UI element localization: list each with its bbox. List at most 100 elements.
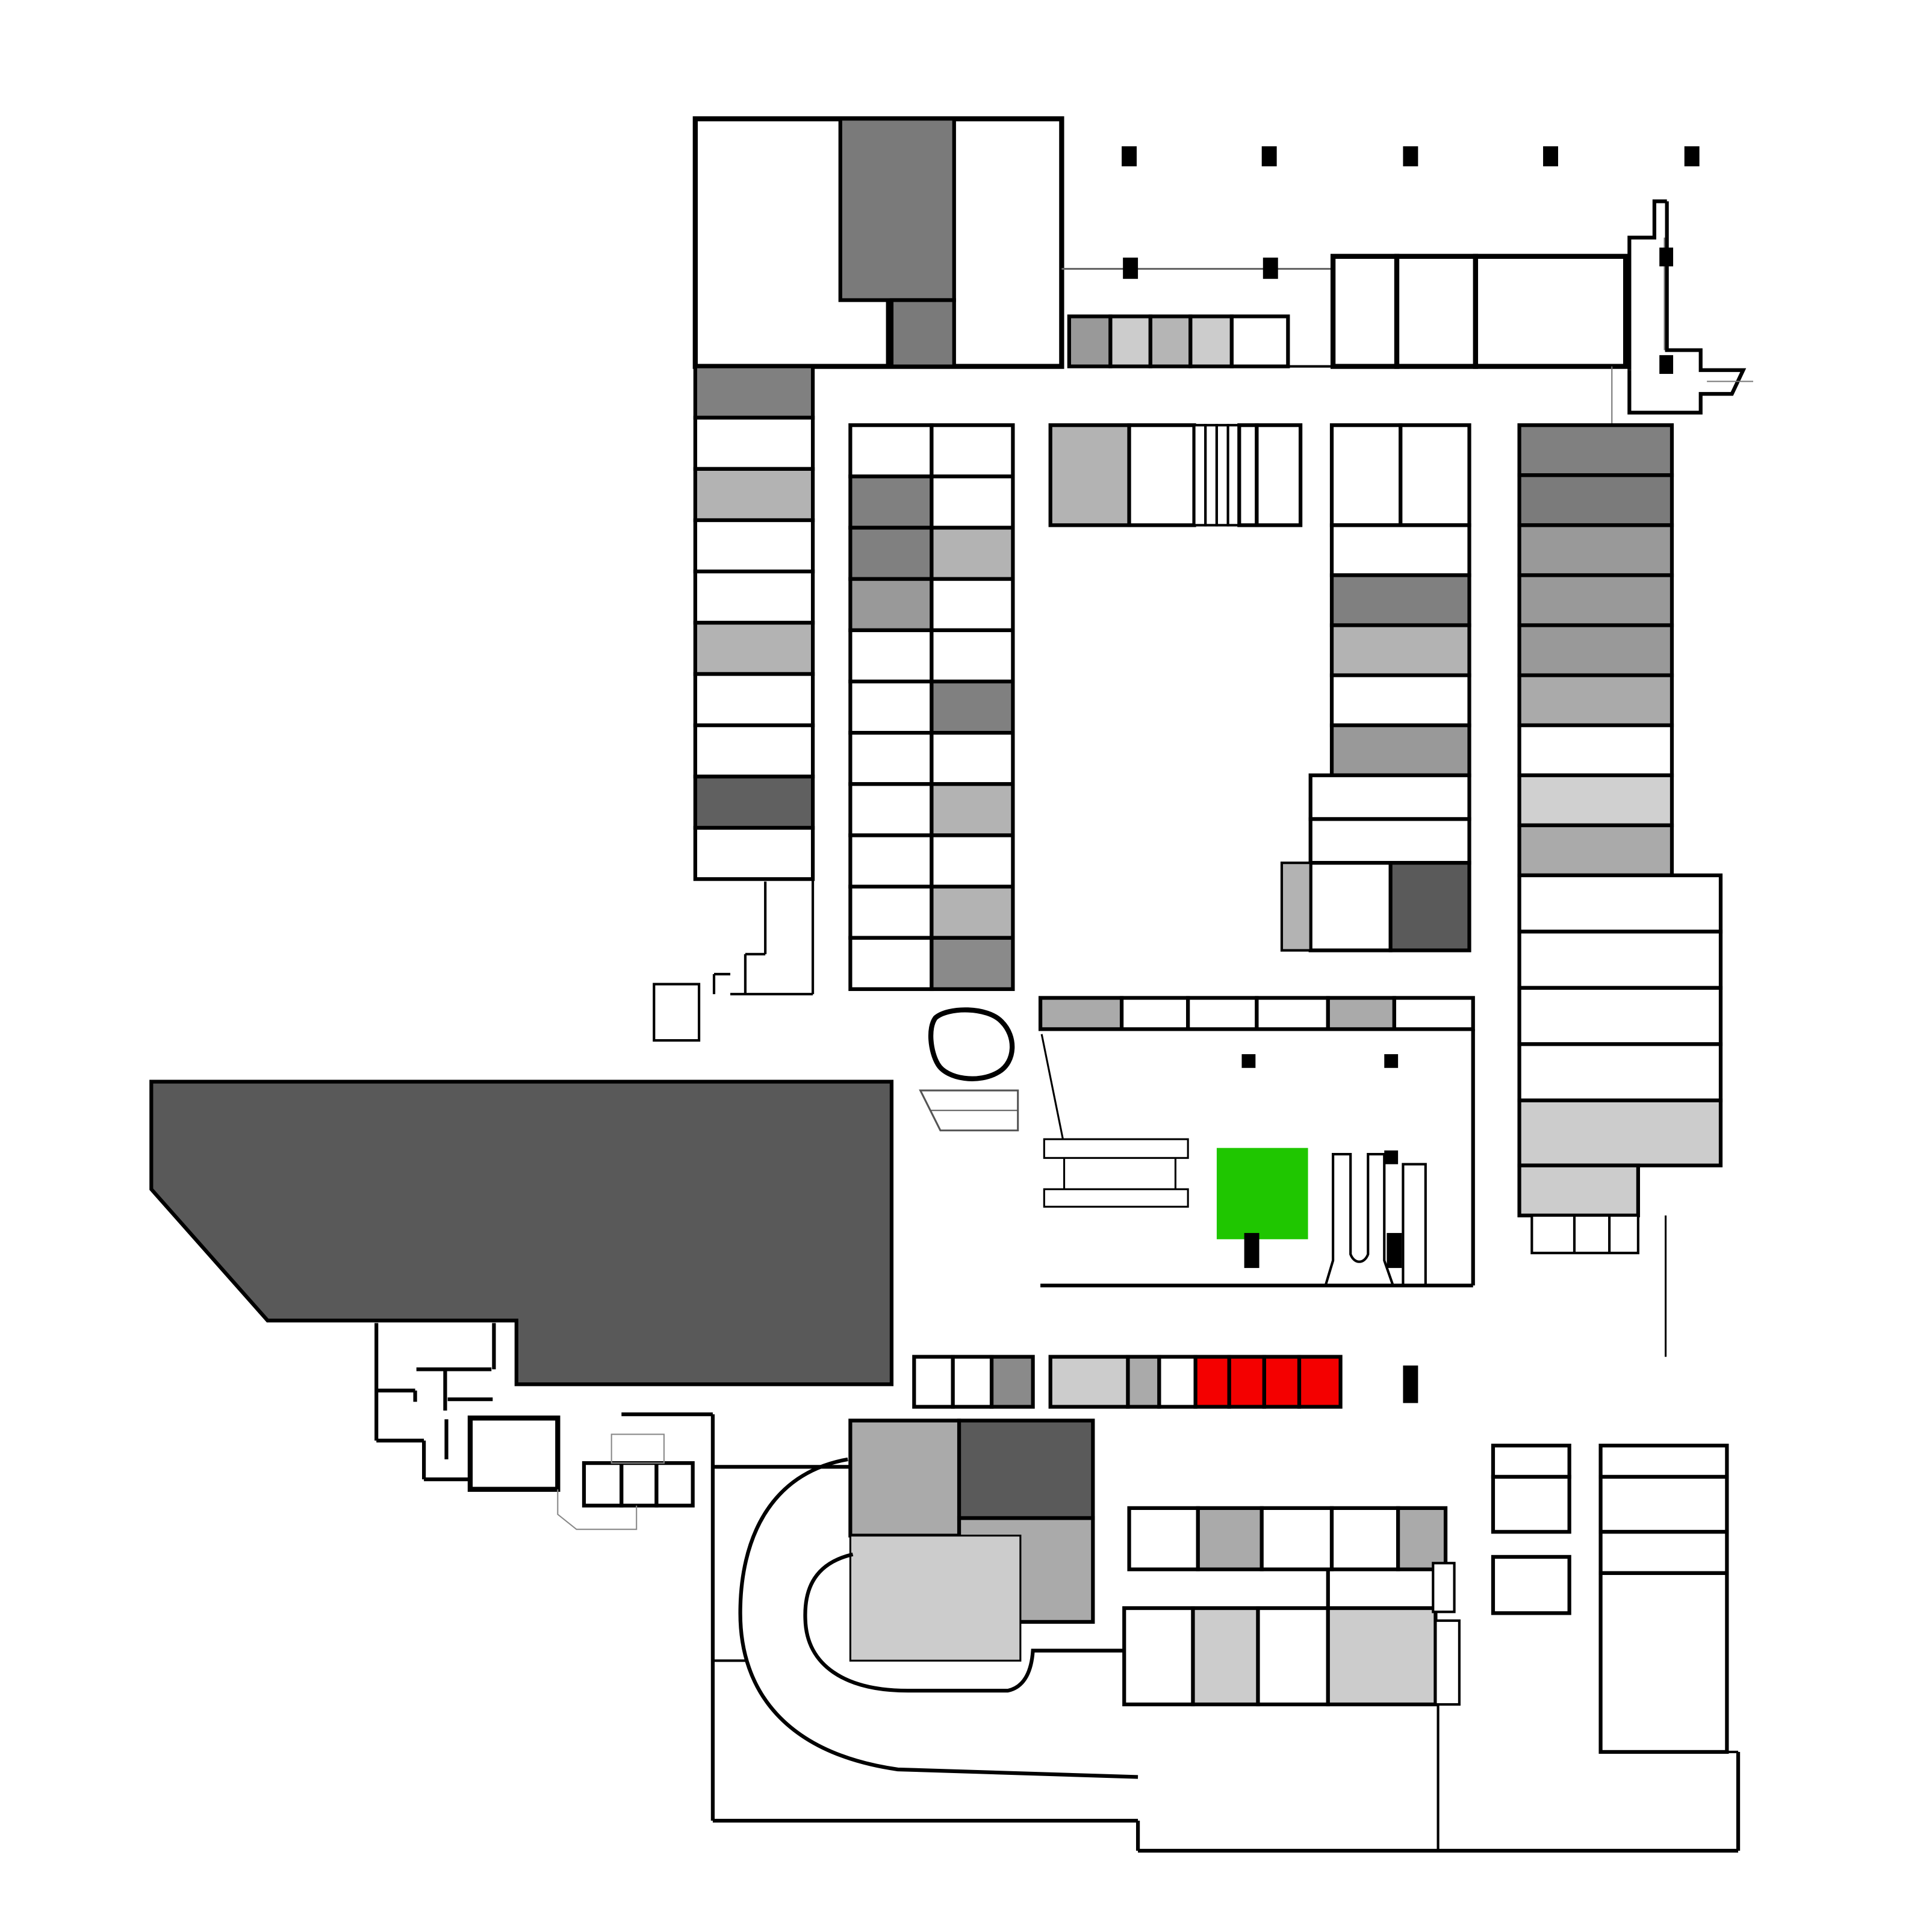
left-column-unit[interactable] [693,364,815,420]
right-column-wide-unit[interactable] [1517,986,1723,1046]
bottomright-unit[interactable] [1598,1443,1729,1479]
bottom-row-unit[interactable] [1256,1606,1330,1707]
mid-column-unit[interactable] [848,679,934,735]
center-right-unit[interactable] [1308,861,1393,952]
mid-column-unit[interactable] [848,628,934,684]
center-right-unit[interactable] [1329,673,1471,727]
service-unit[interactable] [654,1461,695,1508]
right-column-unit[interactable] [1517,623,1674,677]
center-right-unit[interactable] [1329,723,1471,777]
left-column-unit[interactable] [693,415,815,471]
highlighted-red-unit[interactable] [1297,1355,1343,1409]
mid-cluster-unit[interactable] [1491,1474,1571,1534]
court-strip-unit[interactable] [1119,996,1190,1031]
bottom-dark-unit[interactable] [957,1418,1095,1520]
center-top-unit[interactable] [1237,423,1259,527]
bottom-row-unit[interactable] [1127,1506,1200,1571]
right-column-unit[interactable] [1517,423,1674,477]
right-column-unit[interactable] [1517,523,1674,577]
left-column-unit[interactable] [693,518,815,574]
mid-cluster-unit[interactable] [1432,1562,1456,1614]
bottom-row-unit[interactable] [1396,1506,1448,1571]
left-column-unit[interactable] [693,774,815,830]
bottomright-unit[interactable] [1598,1530,1729,1576]
mid-column-unit[interactable] [930,577,1015,632]
topright-building-unit[interactable] [1330,253,1400,369]
right-column-unit[interactable] [1517,473,1674,527]
strip-row-unit[interactable] [951,1355,994,1409]
highlighted-red-unit[interactable] [1227,1355,1266,1409]
topright-building-unit[interactable] [1394,253,1479,369]
court-strip-unit[interactable] [1038,996,1124,1031]
topright-building-unit[interactable] [1473,253,1629,369]
center-right-unit[interactable] [1388,861,1471,952]
service-room[interactable] [467,1415,561,1492]
center-right-unit[interactable] [1329,523,1471,577]
mid-column-unit[interactable] [848,782,934,837]
top-strip-unit[interactable] [1188,314,1234,368]
right-column-unit[interactable] [1517,573,1674,627]
left-column-unit[interactable] [693,621,815,676]
right-column-wide-unit[interactable] [1517,1042,1723,1102]
right-column-wide-unit[interactable] [1517,930,1723,990]
mid-column-unit[interactable] [930,526,1015,581]
mid-column-unit[interactable] [930,474,1015,530]
mid-column-unit[interactable] [930,679,1015,735]
highlighted-red-unit[interactable] [1193,1355,1231,1409]
mid-column-unit[interactable] [848,936,934,992]
mid-cluster-unit[interactable] [1491,1443,1571,1479]
bottom-row-unit[interactable] [1260,1506,1334,1571]
court-strip-unit[interactable] [1392,996,1475,1031]
court-strip-unit[interactable] [1186,996,1259,1031]
center-right-unit[interactable] [1308,773,1471,821]
mid-column-unit[interactable] [848,884,934,940]
strip-row-unit[interactable] [912,1355,955,1409]
mid-column-unit[interactable] [848,423,934,479]
mid-column-unit[interactable] [930,731,1015,786]
left-column-unit[interactable] [693,672,815,727]
right-column-wide-unit[interactable] [1517,1098,1723,1167]
strip-row-unit[interactable] [1157,1355,1197,1409]
center-top-unit[interactable] [1193,424,1207,527]
left-column-unit[interactable] [693,825,815,881]
mid-column-unit[interactable] [930,884,1015,940]
bottom-row-unit[interactable] [1326,1606,1438,1707]
top-strip-unit[interactable] [1148,314,1193,368]
left-column-unit[interactable] [693,570,815,625]
top-strip-unit[interactable] [1067,314,1113,368]
bottom-row-unit[interactable] [1329,1506,1400,1571]
bottom-row-unit[interactable] [1122,1606,1195,1707]
mid-column-unit[interactable] [930,423,1015,479]
center-right-unit[interactable] [1329,573,1471,627]
center-right-unit[interactable] [1329,423,1403,527]
center-top-unit[interactable] [1127,423,1196,527]
left-column-unit[interactable] [693,467,815,523]
service-unit[interactable] [582,1461,624,1508]
service-unit[interactable] [620,1461,659,1508]
strip-row-unit[interactable] [1126,1355,1161,1409]
court-strip-unit[interactable] [1255,996,1330,1031]
bottom-light-unit[interactable] [849,1535,1022,1662]
strip-row-unit[interactable] [989,1355,1035,1409]
center-right-unit[interactable] [1308,817,1471,865]
right-column-unit[interactable] [1517,773,1674,827]
highlighted-red-unit[interactable] [1262,1355,1302,1409]
bottomright-big-unit[interactable] [1598,1571,1729,1754]
top-strip-unit[interactable] [1108,314,1152,368]
court-strip-unit[interactable] [1326,996,1396,1031]
mid-column-unit[interactable] [930,833,1015,889]
right-column-unit[interactable] [1517,723,1674,777]
center-right-unit[interactable] [1329,623,1471,677]
center-top-unit[interactable] [1215,424,1229,527]
center-top-unit[interactable] [1204,424,1219,527]
mid-column-unit[interactable] [848,474,934,530]
side-room[interactable] [653,983,701,1042]
top-strip-unit[interactable] [1229,314,1290,368]
mid-column-unit[interactable] [848,526,934,581]
center-top-unit[interactable] [1048,423,1131,527]
mid-column-unit[interactable] [848,577,934,632]
bottom-gray-unit[interactable] [848,1418,961,1538]
mid-cluster-unit[interactable] [1491,1555,1571,1615]
strip-row-unit[interactable] [1048,1355,1130,1409]
right-column-unit[interactable] [1517,823,1674,878]
